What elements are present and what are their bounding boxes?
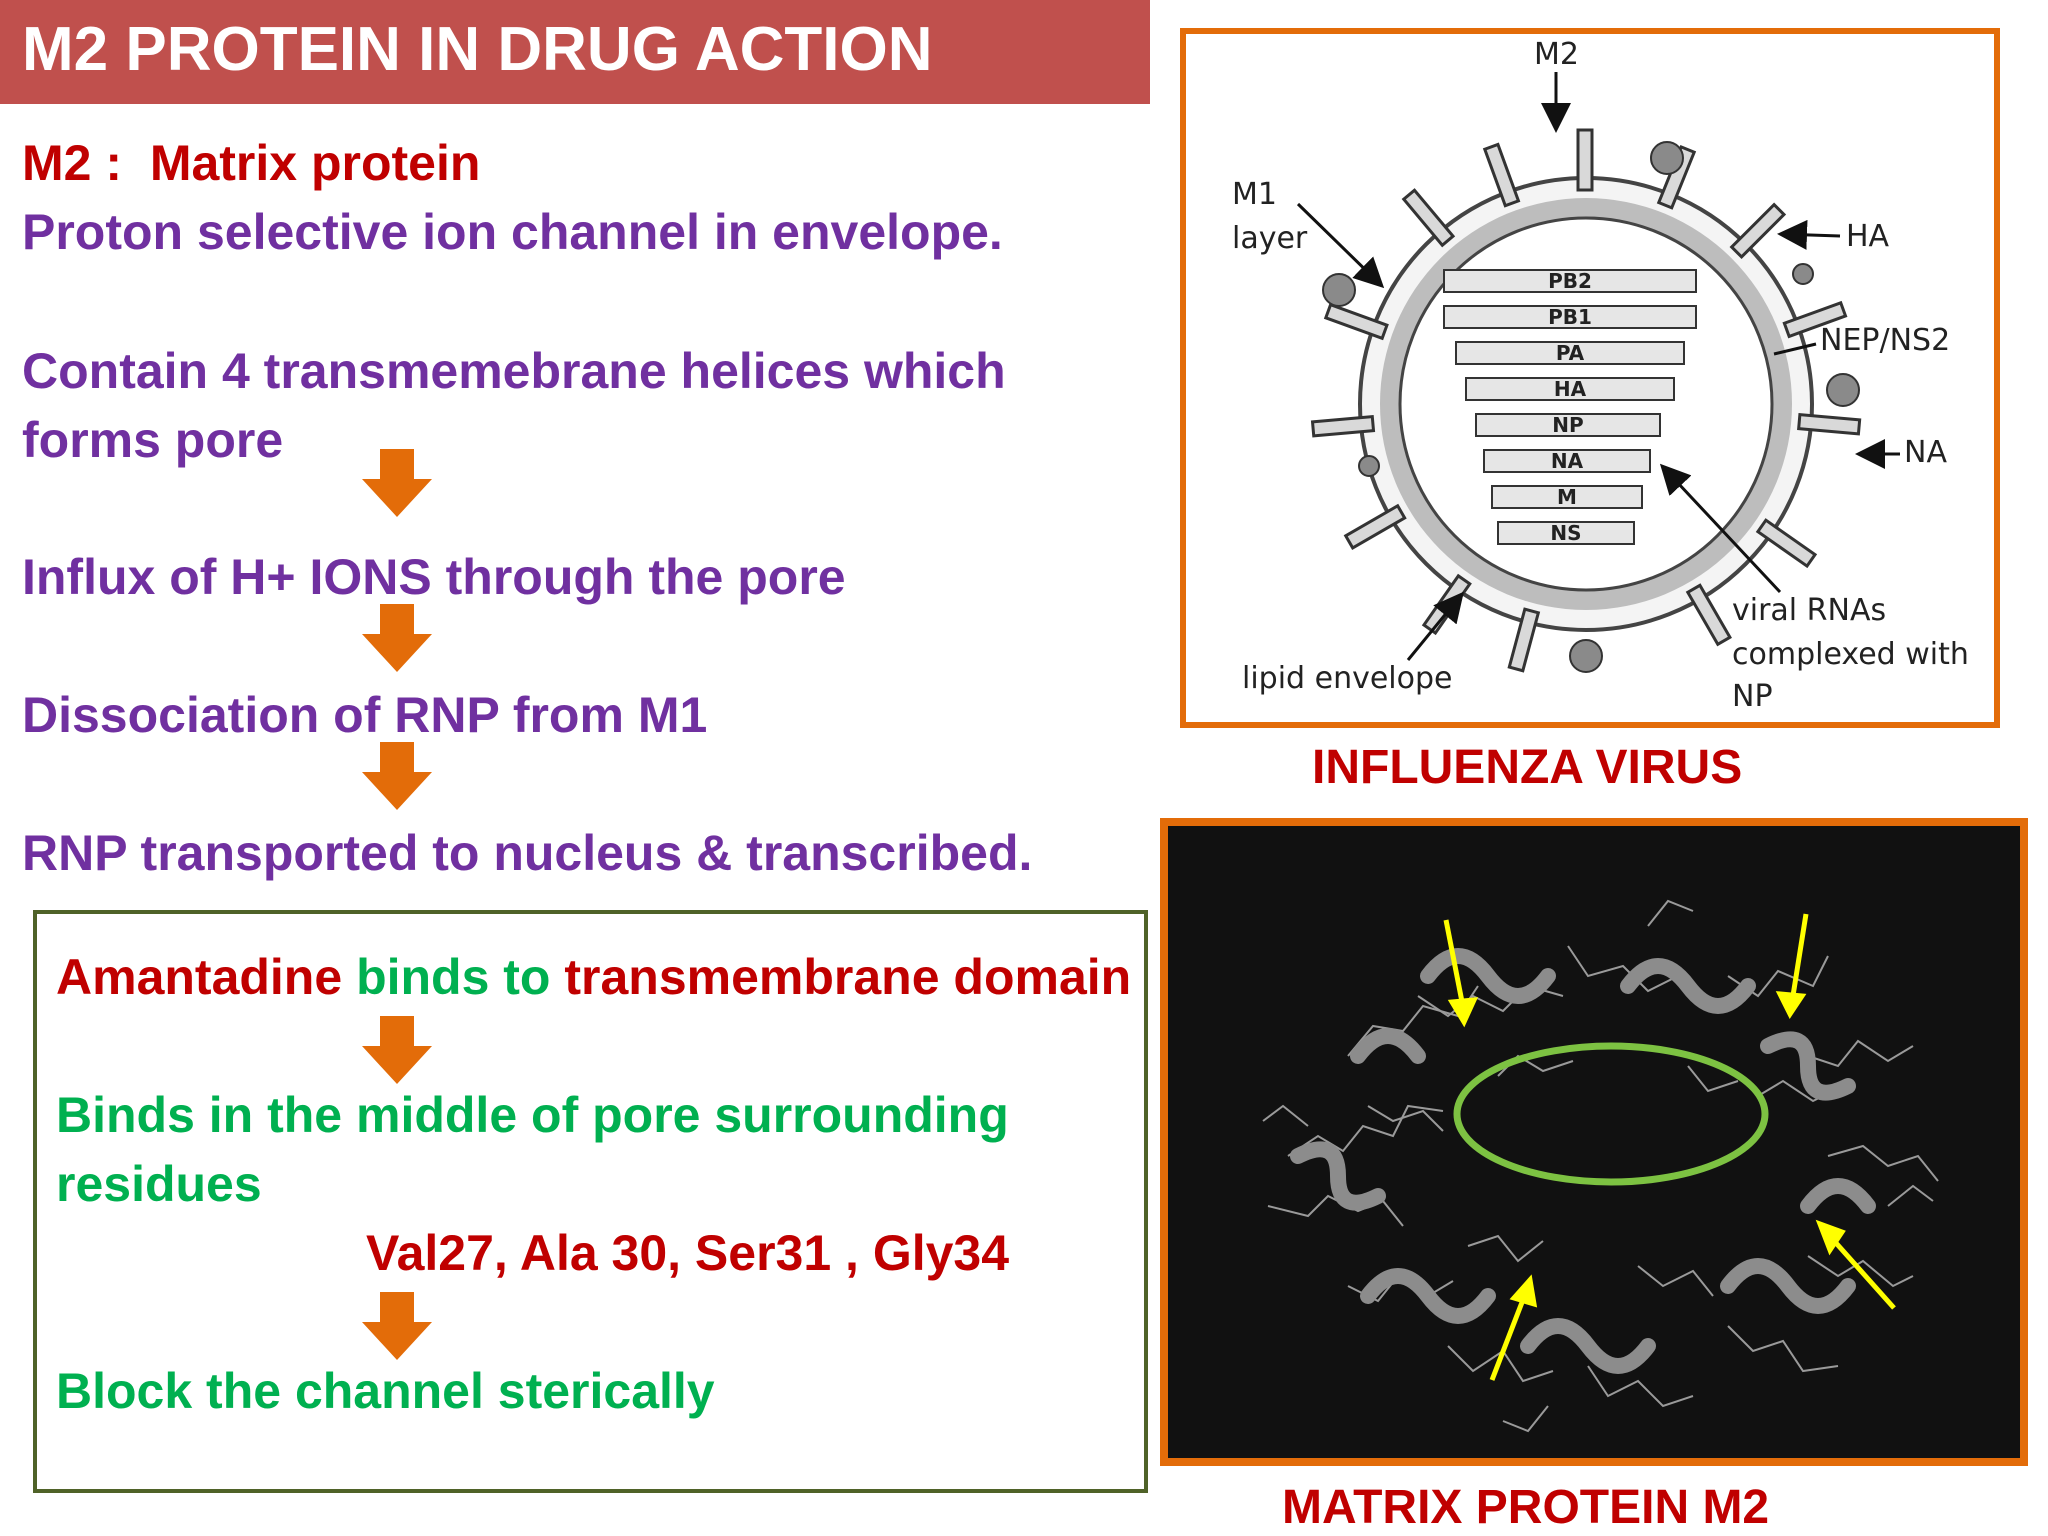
segment-label: PB1 [1548,305,1592,329]
nep-label: NEP/NS2 [1820,323,1950,358]
down-arrow-icon [362,1016,432,1084]
residues-line: Val27, Ala 30, Ser31 , Gly34 [366,1225,1010,1281]
contain-line-1: Contain 4 transmemebrane helices which [22,343,1006,399]
ha-pointer [1777,219,1841,250]
m2-prefix: M2 : [22,135,136,191]
m2-name: Matrix protein [149,135,481,191]
binds-to-text: binds to [342,949,565,1005]
influenza-virus-diagram: PB2 PB1 PA HA NP NA M NS M2 M1 layer HA … [1180,28,2000,728]
amantadine-line: Amantadine binds to transmembrane domain [56,948,1131,1006]
dissociation-line: Dissociation of RNP from M1 [22,687,708,743]
block-line: Block the channel sterically [56,1363,715,1419]
m2-label: M2 [1534,37,1579,72]
proton-line: Proton selective ion channel in envelope… [22,204,1003,260]
virus-caption: INFLUENZA VIRUS [1312,741,1743,794]
na-label: NA [1904,435,1947,470]
down-arrow-icon [362,449,432,517]
title-bar: M2 PROTEIN IN DRUG ACTION [0,0,1150,104]
m1-label-line1: M1 [1232,177,1277,212]
binds-middle-line-2: residues [56,1156,262,1212]
tm-domain-text: transmembrane domain [564,949,1132,1005]
segment-label: NA [1551,449,1584,473]
residue-arrows [1443,913,1896,1381]
viral-rna-label-3: NP [1732,679,1773,714]
rnp-line: RNP transported to nucleus & transcribed… [22,825,1033,881]
down-arrow-icon [362,742,432,810]
ha-label: HA [1846,219,1890,254]
na-knobs [1322,141,1860,673]
segment-label: NP [1552,413,1583,437]
amantadine-box [33,910,1148,1493]
down-arrow-icon [362,1292,432,1360]
rna-segments: PB2 PB1 PA HA NP NA M NS [1443,269,1697,545]
segment-label: PA [1556,341,1585,365]
segment-label: HA [1554,377,1587,401]
influx-line: Influx of H+ IONS through the pore [22,549,846,605]
segment-label: NS [1550,521,1581,545]
viral-rna-label-1: viral RNAs [1732,593,1886,628]
lipid-pointer [1406,591,1464,661]
pore-ellipse [1453,1042,1769,1186]
m2-heading: M2 : Matrix protein [22,134,480,192]
viral-rna-pointer [1659,463,1782,594]
helix-ribbons [1290,948,1876,1374]
slide-title: M2 PROTEIN IN DRUG ACTION [22,15,933,84]
m2-caption: MATRIX PROTEIN M2 [1282,1481,1770,1534]
m2-structure-image [1160,818,2028,1466]
segment-label: PB2 [1548,269,1592,293]
binds-middle-line-1: Binds in the middle of pore surrounding [56,1087,1009,1143]
segment-label: M [1557,485,1577,509]
amantadine-word: Amantadine [56,949,343,1005]
virus-schematic: PB2 PB1 PA HA NP NA M NS M2 M1 layer HA … [1232,37,1969,714]
m2-structure-render [1168,826,2020,1458]
viral-rna-label-2: complexed with [1732,637,1969,672]
down-arrow-icon [362,604,432,672]
m1-label-line2: layer [1232,221,1308,256]
surface-spikes [1310,128,1862,673]
contain-line-2: forms pore [22,412,284,468]
nep-pointer [1773,342,1817,356]
m1-pointer [1296,202,1385,289]
lipid-envelope-label: lipid envelope [1242,661,1453,696]
